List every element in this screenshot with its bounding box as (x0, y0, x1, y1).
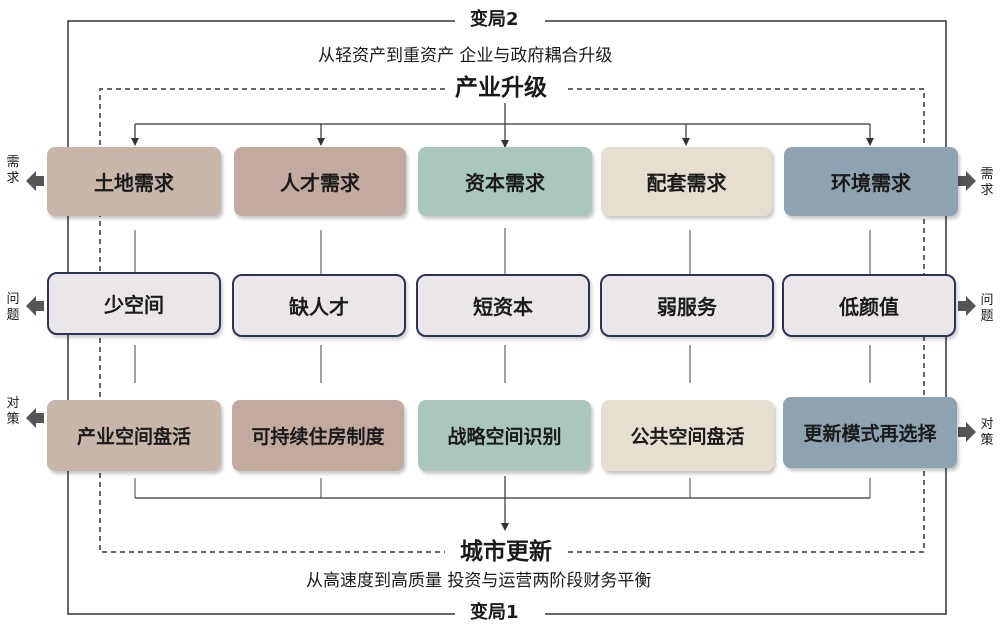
right-arrow-problem (958, 296, 976, 316)
strategy-box-renewal-mode: 更新模式再选择 (783, 397, 957, 468)
strategy-box-housing: 可持续住房制度 (232, 400, 404, 471)
problem-box-space: 少空间 (47, 272, 221, 335)
side-label-problem-right: 问题 (980, 293, 994, 324)
top-subtitle: 从轻资产到重资产 企业与政府耦合升级 (318, 46, 613, 66)
problem-box-service: 弱服务 (600, 274, 774, 337)
problem-box-capital: 短资本 (416, 274, 590, 337)
left-arrow-strategy (26, 408, 44, 428)
inner-top-title: 产业升级 (447, 77, 555, 100)
side-label-demand-left: 需求 (6, 155, 20, 186)
demand-box-facilities: 配套需求 (601, 147, 772, 216)
left-arrow-demand (26, 171, 44, 191)
bottom-frame-title: 变局1 (462, 604, 527, 622)
strategy-box-strategic-space: 战略空间识别 (418, 400, 591, 471)
problem-box-talent: 缺人才 (232, 274, 406, 337)
problem-box-appearance: 低颜值 (782, 274, 956, 337)
side-label-strategy-right: 对策 (980, 417, 994, 448)
demand-box-land: 土地需求 (47, 147, 221, 216)
strategy-box-industrial-space: 产业空间盘活 (47, 400, 221, 471)
side-label-problem-left: 问题 (6, 292, 20, 323)
strategy-box-public-space: 公共空间盘活 (601, 400, 774, 471)
inner-bottom-title: 城市更新 (452, 541, 560, 564)
right-arrow-demand (958, 171, 976, 191)
demand-box-capital: 资本需求 (418, 147, 592, 216)
demand-box-talent: 人才需求 (234, 147, 406, 216)
right-arrow-strategy (958, 422, 976, 442)
demand-box-environment: 环境需求 (784, 147, 958, 216)
bottom-subtitle: 从高速度到高质量 投资与运营两阶段财务平衡 (306, 571, 652, 591)
top-frame-title: 变局2 (462, 11, 527, 29)
side-label-demand-right: 需求 (980, 167, 994, 198)
side-label-strategy-left: 对策 (6, 396, 20, 427)
left-arrow-problem (26, 296, 44, 316)
